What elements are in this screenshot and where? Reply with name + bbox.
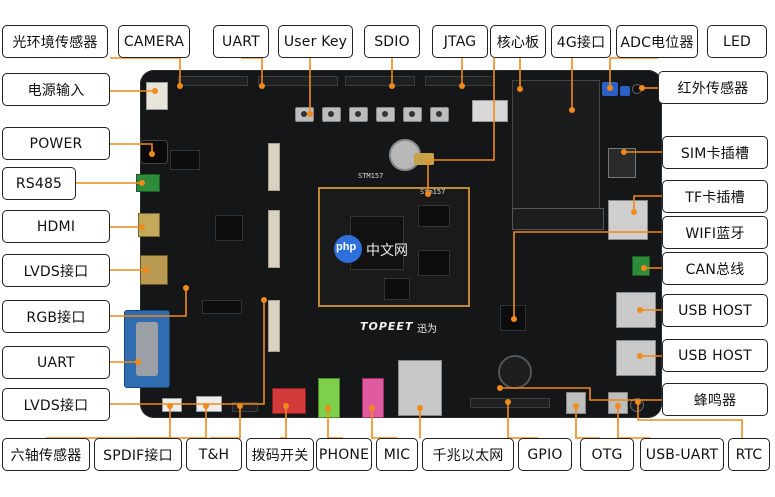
six-axis-sensor-connector xyxy=(162,398,182,412)
label-tf-slot: TF卡插槽 xyxy=(662,180,768,213)
label-hdmi: HDMI xyxy=(2,210,110,243)
label-adc-pot: ADC电位器 xyxy=(616,25,698,58)
uart-header xyxy=(258,76,338,86)
adc-potentiometer xyxy=(602,82,618,96)
jtag-header xyxy=(425,76,495,86)
label-usb-host-2: USB HOST xyxy=(662,339,768,372)
user-key-5 xyxy=(403,107,422,122)
antenna-connector xyxy=(414,153,434,165)
core-silk-label: Stm157 xyxy=(420,188,446,196)
mcu-silk-label: STM157 xyxy=(358,172,384,180)
power-input-jack xyxy=(146,82,168,110)
label-mic: MIC xyxy=(376,438,418,471)
label-can-bus: CAN总线 xyxy=(662,252,768,285)
label-gpio: GPIO xyxy=(518,438,572,471)
module-4g xyxy=(512,80,600,210)
usb-uart-port xyxy=(608,392,628,414)
ic-left-3 xyxy=(202,300,242,314)
label-rtc: RTC xyxy=(728,438,770,471)
fpc-connector-1 xyxy=(268,143,280,191)
label-otg: OTG xyxy=(580,438,634,471)
label-lvds-bottom: LVDS接口 xyxy=(2,388,110,421)
ic-left-1 xyxy=(215,215,243,241)
rtc-crystal xyxy=(630,398,644,412)
label-user-key: User Key xyxy=(278,25,353,58)
core-emmc xyxy=(384,278,410,300)
label-4g: 4G接口 xyxy=(551,25,611,58)
label-th: T&H xyxy=(186,438,242,471)
user-key-1 xyxy=(295,107,314,122)
buzzer-component xyxy=(498,355,532,389)
gpio-header xyxy=(470,398,550,408)
adc-potentiometer-2 xyxy=(620,86,630,96)
label-rs485: RS485 xyxy=(2,167,76,200)
watermark-cn: 中文网 xyxy=(366,243,408,259)
core-ram-2 xyxy=(418,250,450,276)
label-power-input: 电源输入 xyxy=(2,73,110,106)
watermark-badge xyxy=(334,235,362,263)
user-key-3 xyxy=(349,107,368,122)
watermark-php: php xyxy=(336,241,357,253)
label-lvds-top: LVDS接口 xyxy=(2,254,110,287)
sim-slot-component xyxy=(608,148,636,178)
label-core-board: 核心板 xyxy=(490,25,546,58)
label-usb-uart: USB-UART xyxy=(640,438,724,471)
dip-switch-component xyxy=(272,388,306,414)
ethernet-port xyxy=(398,360,442,416)
label-spdif: SPDIF接口 xyxy=(94,438,182,471)
label-camera: CAMERA xyxy=(118,25,190,58)
spdif-header xyxy=(232,402,258,412)
label-led: LED xyxy=(707,25,767,58)
minipcie-slot xyxy=(512,208,604,230)
label-jtag: JTAG xyxy=(432,25,488,58)
phone-jack xyxy=(318,378,340,418)
usb-host-port-2 xyxy=(616,340,656,376)
camera-header xyxy=(178,76,248,86)
label-gigabit-eth: 千兆以太网 xyxy=(422,438,514,471)
user-key-6 xyxy=(430,107,449,122)
label-dip-switch: 拨码开关 xyxy=(246,438,314,471)
brand-logo-cn: 迅为 xyxy=(417,324,437,335)
label-ir-sensor: 红外传感器 xyxy=(658,71,768,104)
label-six-axis: 六轴传感器 xyxy=(2,438,90,471)
label-sdio: SDIO xyxy=(364,25,420,58)
power-switch xyxy=(140,140,168,164)
db9-shell xyxy=(136,322,158,376)
otg-port xyxy=(566,392,586,414)
label-light-sensor: 光环境传感器 xyxy=(2,25,108,58)
sdio-header xyxy=(345,76,415,86)
label-phone: PHONE xyxy=(316,438,372,471)
usb-host-port-1 xyxy=(616,292,656,328)
label-uart-top: UART xyxy=(213,25,269,58)
mic-jack xyxy=(362,378,384,418)
label-uart-left: UART xyxy=(2,346,110,379)
ir-sensor-component xyxy=(632,84,642,94)
core-ram-1 xyxy=(418,205,450,227)
th-connector xyxy=(196,396,222,412)
label-sim-slot: SIM卡插槽 xyxy=(662,136,768,169)
label-power: POWER xyxy=(2,127,110,160)
label-usb-host-1: USB HOST xyxy=(662,294,768,327)
ic-left-2 xyxy=(170,150,200,170)
user-key-4 xyxy=(376,107,395,122)
hdmi-connector xyxy=(138,213,160,237)
label-rgb: RGB接口 xyxy=(2,300,110,333)
label-wifi-bt: WIFI蓝牙 xyxy=(662,216,768,249)
can-terminal xyxy=(632,256,650,276)
lvds-connector-top xyxy=(140,255,168,285)
tf-slot-component xyxy=(608,200,648,240)
brand-logo: TOPEET xyxy=(360,320,414,333)
fpc-connector-3 xyxy=(268,300,280,352)
sd-slot-top xyxy=(472,100,508,122)
rs485-terminal xyxy=(136,174,160,192)
fpc-connector-2 xyxy=(268,210,280,268)
user-key-2 xyxy=(322,107,341,122)
label-buzzer: 蜂鸣器 xyxy=(662,383,768,416)
wifi-bt-module xyxy=(500,305,526,331)
